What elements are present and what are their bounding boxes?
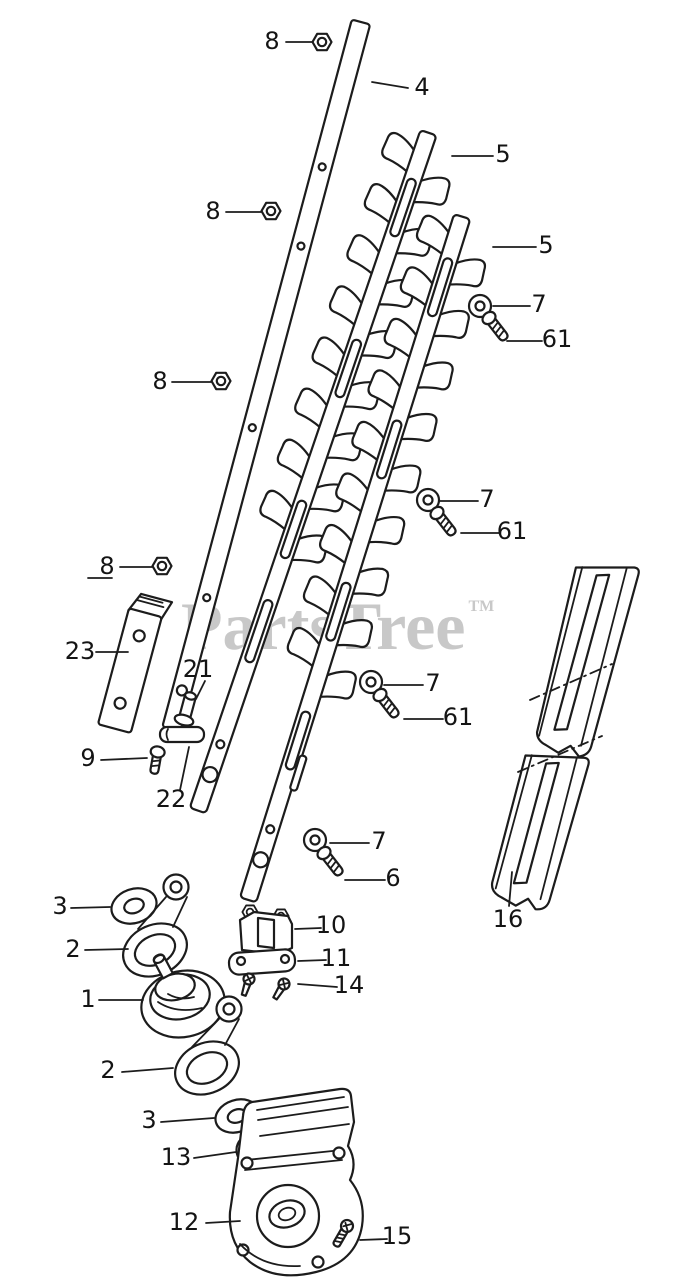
- callout-61-set2: 61: [496, 517, 528, 545]
- callout-8-top: 8: [264, 27, 280, 55]
- callout-9: 9: [80, 744, 96, 772]
- bracket-plate: [97, 592, 174, 734]
- callout-7-set2: 7: [479, 485, 495, 513]
- eye-ring-lower: [174, 995, 243, 1096]
- callout-12: 12: [168, 1208, 200, 1236]
- callout-5-upper: 5: [495, 140, 511, 168]
- callout-11: 11: [320, 944, 352, 972]
- callout-7-set1: 7: [531, 290, 547, 318]
- washer-bolt-set-1: [467, 293, 513, 345]
- callout-22: 22: [155, 785, 187, 813]
- callout-21: 21: [182, 655, 214, 683]
- eccentric-cam: [140, 953, 226, 1039]
- callout-61-set3: 61: [442, 703, 474, 731]
- washer-bolt-set-2: [415, 487, 461, 540]
- callout-3-upper: 3: [52, 892, 68, 920]
- callout-8-second: 8: [205, 197, 221, 225]
- callout-13: 13: [160, 1143, 192, 1171]
- callout-61-set1: 61: [541, 325, 573, 353]
- callout-14: 14: [333, 971, 365, 999]
- callout-1: 1: [80, 985, 96, 1013]
- callout-7-set4: 7: [371, 827, 387, 855]
- gear-case-cover: [228, 1087, 364, 1277]
- callout-23: 23: [64, 637, 96, 665]
- callout-2-lower: 2: [100, 1056, 116, 1084]
- support-bar: [161, 19, 371, 732]
- cover-bolt: [332, 1218, 355, 1248]
- cutter-blade-upper: [189, 129, 465, 814]
- watermark-tm: TM: [468, 598, 495, 615]
- spacer-pin: [158, 725, 206, 744]
- stud-bolt: [149, 745, 166, 775]
- callout-8-fourth: 8: [99, 552, 115, 580]
- callout-7-set3: 7: [425, 669, 441, 697]
- callout-15: 15: [381, 1222, 413, 1250]
- callout-4: 4: [414, 73, 430, 101]
- pivot-pin: [173, 691, 197, 727]
- washer-upper: [110, 887, 158, 925]
- leader-lines: [70, 41, 543, 1241]
- holder-plate: [227, 948, 297, 976]
- cutter-blade-lower: [239, 205, 499, 903]
- callout-16: 16: [492, 905, 524, 933]
- blade-sheath: [490, 566, 640, 911]
- callout-3-lower: 3: [141, 1106, 157, 1134]
- washer-bolt-set-3: [358, 669, 404, 722]
- callout-8-third: 8: [152, 367, 168, 395]
- callout-10: 10: [315, 911, 347, 939]
- washer-bolt-set-4: [302, 827, 348, 880]
- callout-5-lower: 5: [538, 231, 554, 259]
- screws: [240, 972, 291, 1001]
- callout-2-upper: 2: [65, 935, 81, 963]
- holder-block: [238, 904, 294, 956]
- callout-6: 6: [385, 864, 401, 892]
